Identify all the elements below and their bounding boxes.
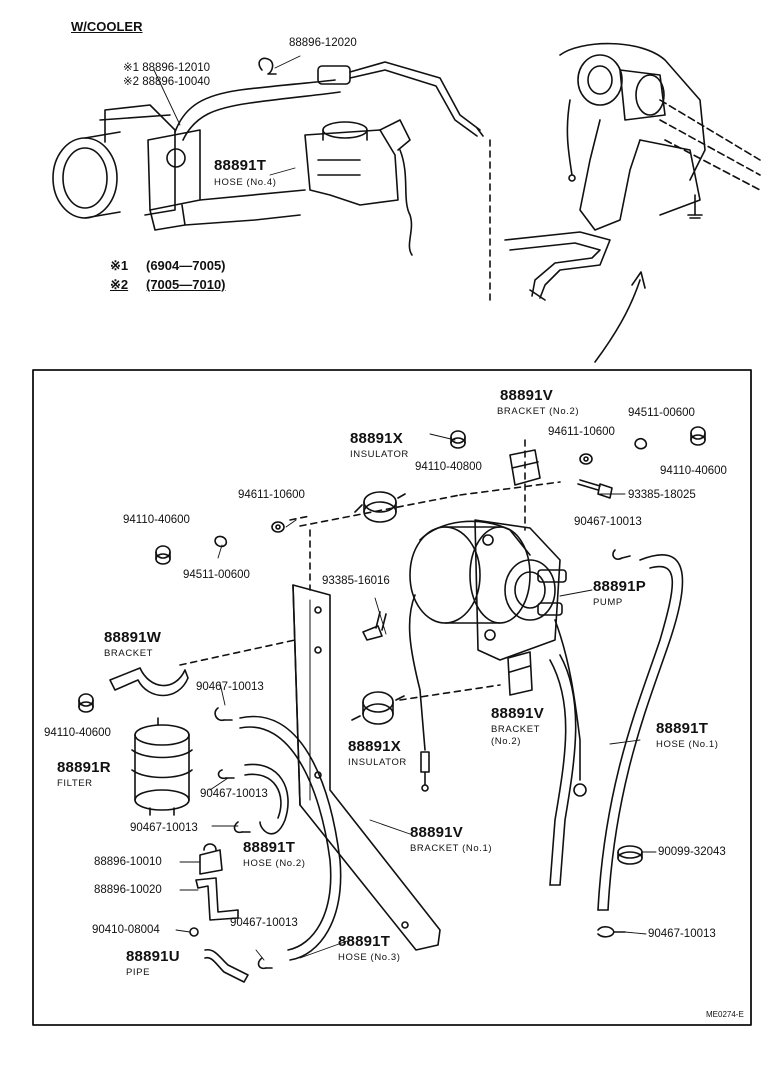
label-90467-10013-e: 90467-10013 (230, 917, 298, 929)
label-88896-12020: 88896-12020 (289, 37, 357, 49)
label-94611-10600-a: 94611-10600 (548, 426, 615, 438)
hose2-part-number: 88891T (243, 839, 296, 856)
legend-1-mark: ※1 (110, 258, 129, 273)
bracket-w-part-number: 88891W (104, 629, 162, 646)
pump-name: PUMP (593, 597, 623, 608)
bracket-w-name: BRACKET (104, 648, 154, 659)
hose4-part-number: 88891T (214, 157, 267, 174)
label-94110-40600-b: 94110-40600 (123, 514, 190, 526)
bracket1-name: BRACKET (No.1) (410, 843, 493, 854)
bracket-no1-illustration (292, 584, 441, 951)
filter-name: FILTER (57, 778, 93, 789)
bracket2-top-name: BRACKET (No.2) (497, 406, 580, 417)
label-90099-32043: 90099-32043 (658, 846, 726, 858)
small-bracket-illustration (195, 877, 239, 921)
hose-no2-illustration (244, 763, 289, 835)
label-94110-40800: 94110-40800 (415, 461, 482, 473)
hose4-name: HOSE (No.4) (214, 177, 277, 188)
insulator-bottom-part-number: 88891X (348, 738, 401, 755)
bracket2-bottom-name-2: (No.2) (491, 736, 521, 747)
bracket-no2-top-illustration (509, 449, 541, 486)
label-88896-10010: 88896-10010 (94, 856, 162, 868)
label-90467-10013-d: 90467-10013 (130, 822, 198, 834)
bracket1-part-number: 88891V (410, 824, 463, 841)
label-94511-00600-a: 94511-00600 (628, 407, 695, 419)
label-88896-10040: ※2 88896-10040 (123, 76, 211, 88)
label-90467-10013-b: 90467-10013 (196, 681, 264, 693)
label-93385-16016: 93385-16016 (322, 575, 390, 587)
figure-code: ME0274-E (706, 1010, 744, 1019)
hose2-name: HOSE (No.2) (243, 858, 306, 869)
hose-no1-illustration (607, 554, 684, 911)
label-88896-12010: ※1 88896-12010 (123, 62, 211, 74)
label-90467-10013-f: 90467-10013 (648, 928, 716, 940)
insulator-top-name: INSULATOR (350, 449, 409, 460)
label-90467-10013-a: 90467-10013 (574, 516, 642, 528)
legend-1-range: (6904—7005) (146, 258, 226, 273)
bracket2-bottom-part-number: 88891V (491, 705, 544, 722)
label-94611-10600-b: 94611-10600 (238, 489, 305, 501)
label-94110-40600-a: 94110-40600 (660, 465, 727, 477)
hose3-part-number: 88891T (338, 933, 391, 950)
insulator-bottom-name: INSULATOR (348, 757, 407, 768)
label-94511-00600-b: 94511-00600 (183, 569, 250, 581)
label-90467-10013-c: 90467-10013 (200, 788, 268, 800)
view-arrow (594, 279, 641, 363)
label-93385-18025: 93385-18025 (628, 489, 696, 501)
filter-illustration (131, 717, 193, 816)
engine-illustration (52, 57, 484, 256)
label-90410-08004: 90410-08004 (92, 924, 160, 936)
legend-2-range: (7005—7010) (146, 277, 226, 292)
installed-view-illustration (504, 42, 761, 301)
grommet-illustration (617, 845, 643, 865)
insulator-top-illustration (354, 491, 406, 523)
bracket2-top-part-number: 88891V (500, 387, 553, 404)
pump-illustration (408, 519, 587, 797)
clamp-illustration (199, 843, 223, 875)
label-94110-40600-c: 94110-40600 (44, 727, 111, 739)
pipe-part-number: 88891U (126, 948, 180, 965)
insulator-bottom-illustration (351, 691, 405, 725)
main-frame (32, 369, 752, 1026)
hose3-name: HOSE (No.3) (338, 952, 401, 963)
bracket-no2-bottom-illustration (507, 651, 533, 696)
section-title: W/COOLER (71, 19, 143, 34)
hardware-illustration (78, 426, 706, 713)
legend-2-mark: ※2 (110, 277, 129, 292)
pipe-illustration (204, 948, 249, 983)
bracket2-bottom-name-1: BRACKET (491, 724, 541, 735)
bracket-w-illustration (109, 667, 189, 697)
filter-part-number: 88891R (57, 759, 111, 776)
hose1-name: HOSE (No.1) (656, 739, 719, 750)
insulator-top-part-number: 88891X (350, 430, 403, 447)
pipe-name: PIPE (126, 967, 151, 978)
label-88896-10020: 88896-10020 (94, 884, 162, 896)
pump-part-number: 88891P (593, 578, 646, 595)
hose-no3-illustration (239, 715, 342, 961)
hose1-part-number: 88891T (656, 720, 709, 737)
